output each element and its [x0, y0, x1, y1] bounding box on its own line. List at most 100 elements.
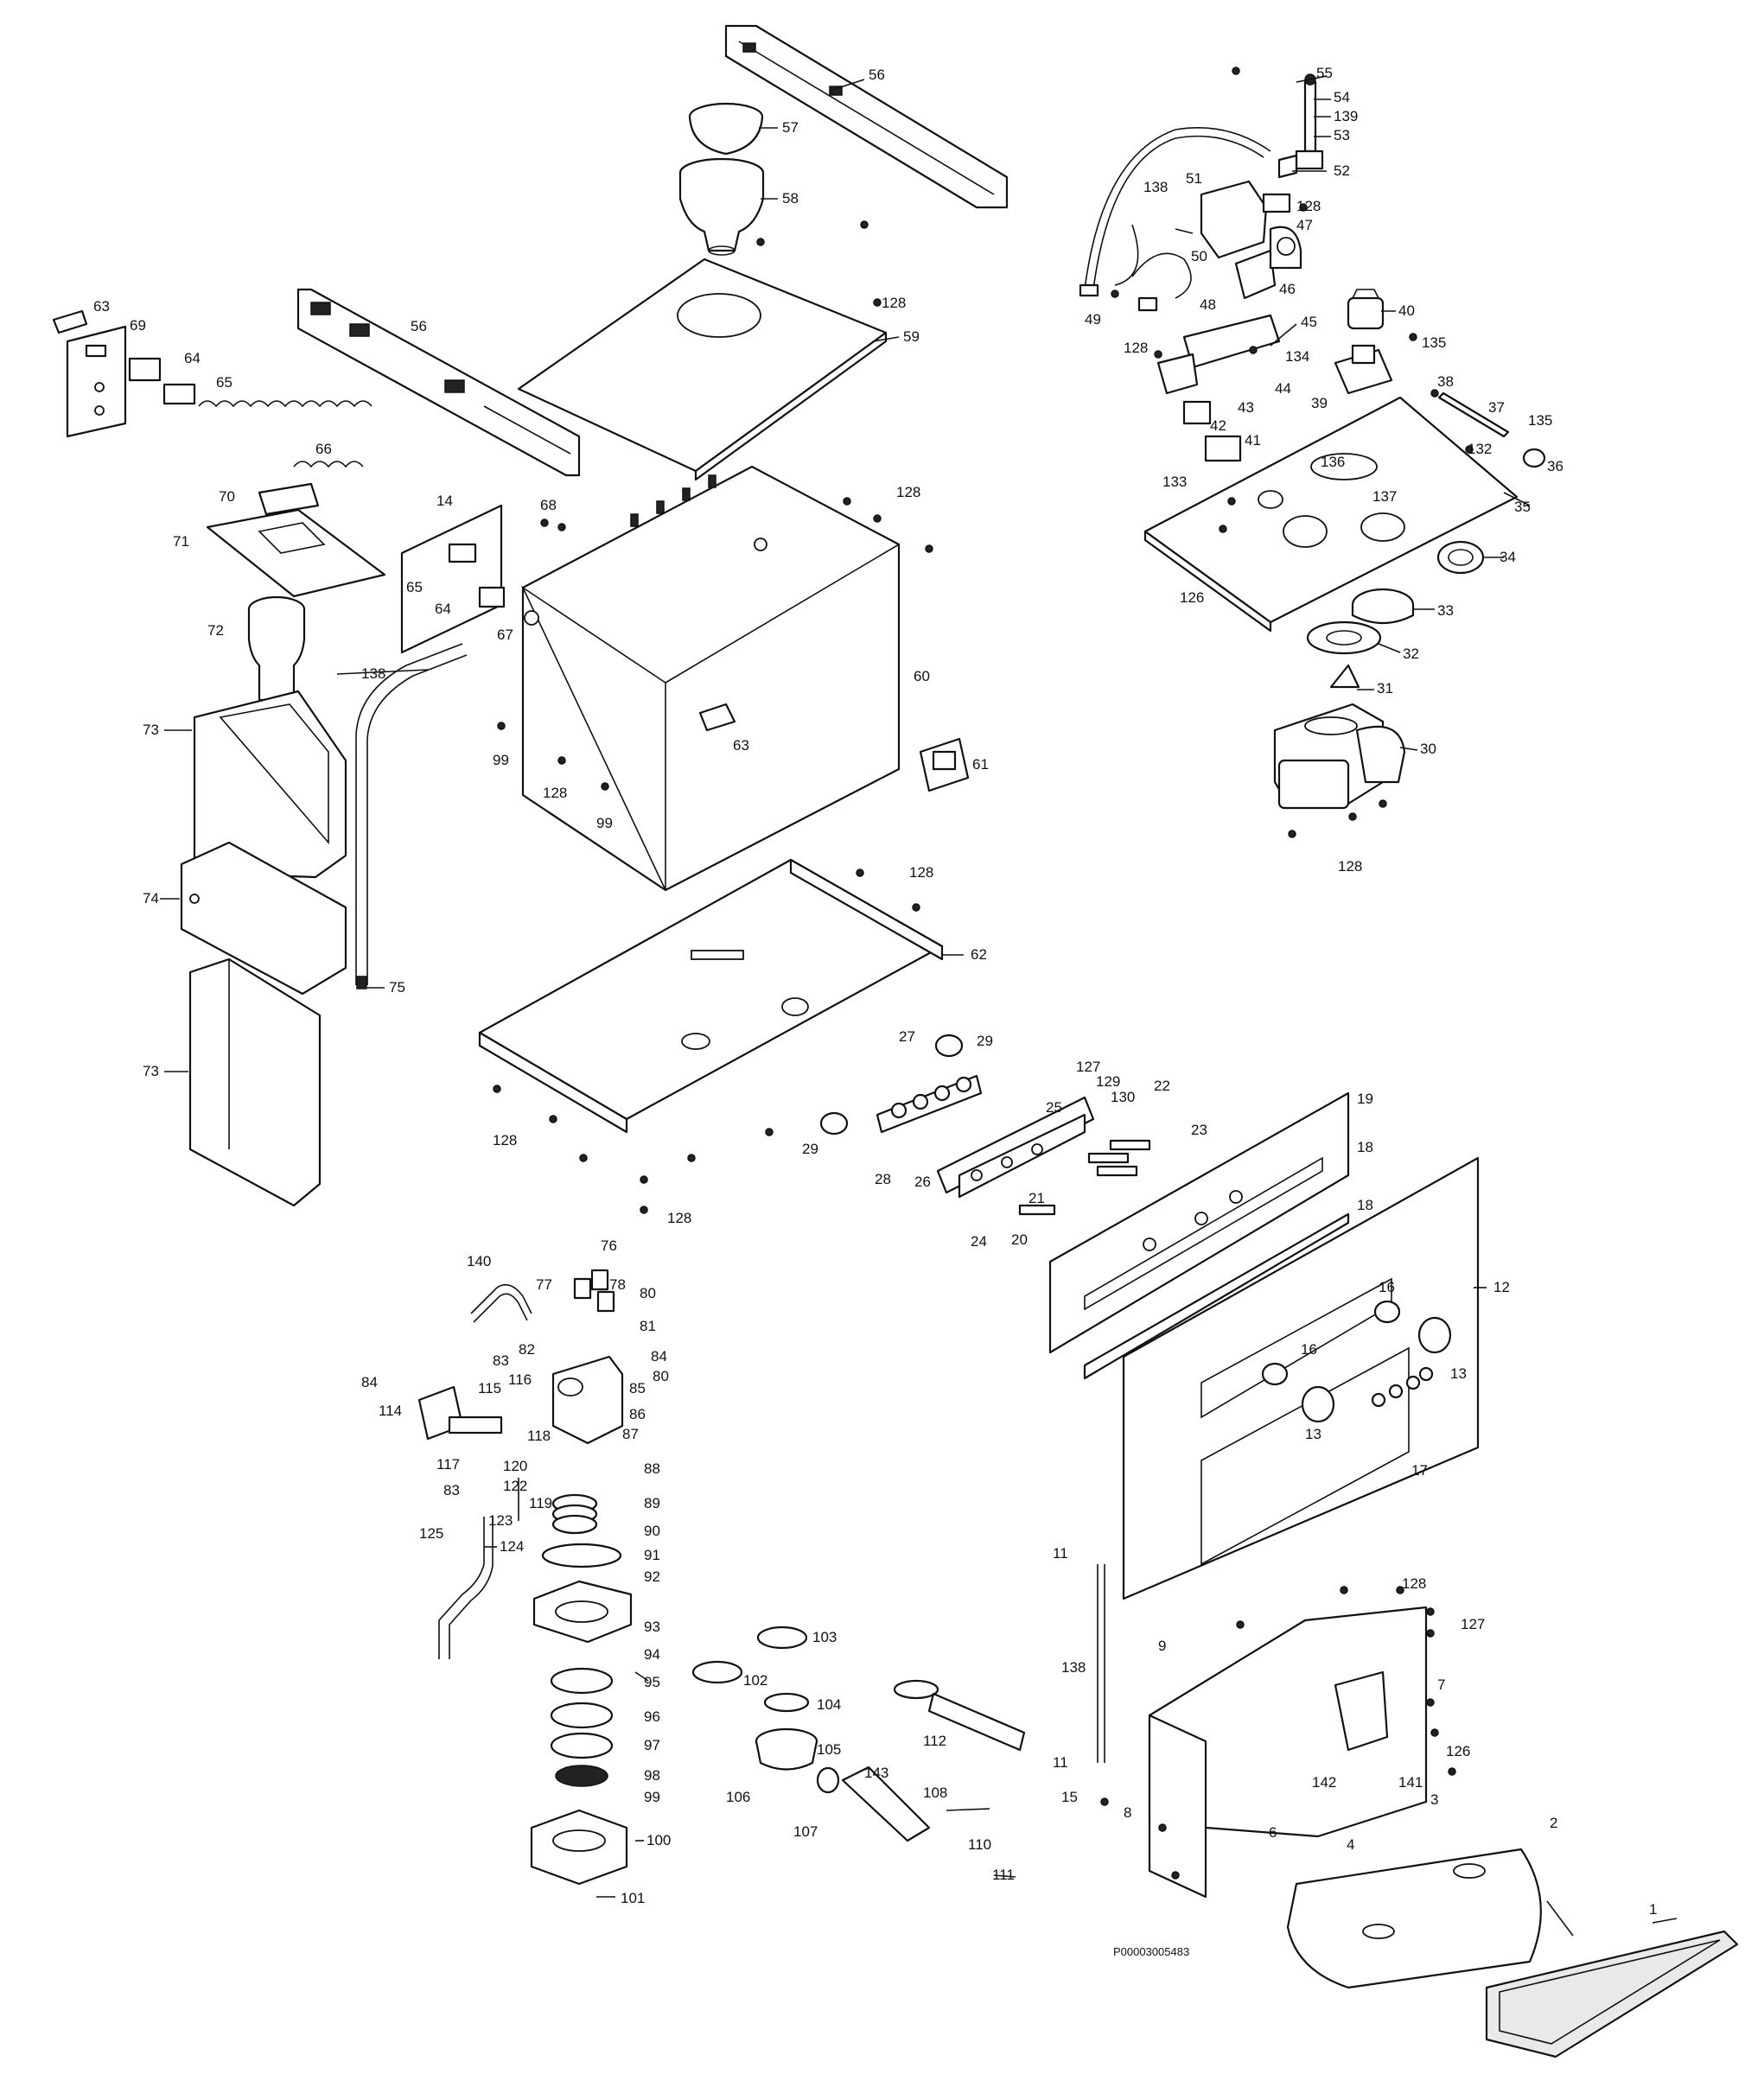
callout-46: 46 [1279, 281, 1296, 297]
callout-137: 137 [1372, 488, 1397, 505]
control-board-14 [400, 504, 506, 654]
hopper-lid [688, 102, 764, 156]
shaft-37 [1437, 391, 1510, 438]
gasket-91 [541, 1543, 622, 1568]
callout-83-b: 83 [443, 1482, 460, 1498]
callout-16-a: 16 [1379, 1279, 1395, 1295]
grinder-motor-30 [1273, 703, 1406, 810]
front-cover-12 [1122, 1156, 1480, 1600]
callout-47: 47 [1296, 217, 1313, 233]
tank-holder-74 [180, 841, 347, 996]
bean-hopper [678, 157, 765, 256]
callout-124: 124 [500, 1538, 524, 1555]
callout-22: 22 [1154, 1078, 1170, 1094]
callout-4: 4 [1347, 1836, 1354, 1853]
callout-81: 81 [640, 1318, 656, 1334]
callout-21: 21 [1028, 1190, 1045, 1206]
callout-13-a: 13 [1450, 1365, 1467, 1382]
callout-72: 72 [207, 622, 224, 639]
callout-130: 130 [1111, 1089, 1135, 1105]
callout-9: 9 [1158, 1638, 1166, 1654]
callout-39: 39 [1311, 395, 1328, 411]
pipe-138-lower [1097, 1564, 1105, 1763]
callout-67: 67 [497, 627, 513, 643]
ring-34 [1436, 540, 1485, 575]
heating-coil-88 [551, 1493, 598, 1535]
connector-63-mid [698, 703, 736, 732]
pressure-valve-assembly [1277, 73, 1324, 179]
callout-126-b: 126 [1446, 1743, 1470, 1759]
callout-23: 23 [1191, 1122, 1207, 1138]
pump-bracket [1234, 226, 1302, 300]
callout-50: 50 [1191, 248, 1207, 264]
nut-29 [819, 1034, 964, 1136]
callout-77: 77 [536, 1276, 552, 1293]
callout-80-a: 80 [640, 1285, 656, 1301]
solenoid-valve-114 [417, 1385, 503, 1441]
grinder-cone-31 [1329, 664, 1360, 689]
transformer [1156, 314, 1281, 395]
water-tank-73-lower [188, 957, 322, 1207]
callout-128-f: 128 [667, 1210, 691, 1226]
callout-6: 6 [1269, 1824, 1277, 1841]
callout-128-d: 128 [909, 864, 933, 881]
base-plate-35 [1143, 396, 1519, 633]
callout-64-top: 64 [184, 350, 201, 366]
callout-63-top: 63 [93, 298, 110, 315]
callout-66: 66 [315, 441, 332, 457]
callout-19: 19 [1357, 1091, 1373, 1107]
callout-73-upper: 73 [143, 722, 159, 738]
callout-101: 101 [621, 1890, 645, 1906]
callout-128-c: 128 [543, 785, 567, 801]
callout-60: 60 [914, 668, 930, 684]
flowmeter-bracket [1334, 344, 1393, 395]
callout-74: 74 [143, 890, 159, 907]
callout-70: 70 [219, 488, 235, 505]
callout-102: 102 [743, 1672, 767, 1689]
callout-128-i: 128 [1338, 858, 1362, 875]
callout-119: 119 [529, 1495, 552, 1511]
callout-105: 105 [817, 1741, 841, 1758]
callout-36: 36 [1547, 458, 1563, 474]
bushings-16 [1261, 1300, 1401, 1386]
callout-11-a: 11 [1053, 1545, 1068, 1562]
callout-99-a: 99 [493, 752, 509, 768]
callout-65-mid: 65 [406, 579, 423, 595]
callout-104: 104 [817, 1696, 841, 1713]
callout-94: 94 [644, 1646, 660, 1663]
callout-136: 136 [1321, 454, 1345, 470]
front-panel-19 [1048, 1091, 1350, 1354]
callout-98: 98 [644, 1767, 660, 1784]
small-buttons-17 [1371, 1366, 1434, 1408]
callout-1: 1 [1649, 1901, 1657, 1918]
thermostat [1347, 289, 1385, 330]
callout-18-a: 18 [1357, 1139, 1373, 1155]
callout-90: 90 [644, 1523, 660, 1539]
callout-76: 76 [601, 1237, 617, 1254]
callout-128-j: 128 [1402, 1575, 1426, 1592]
callout-115: 115 [478, 1380, 501, 1396]
callout-84-a: 84 [651, 1348, 667, 1365]
callout-18-b: 18 [1357, 1197, 1373, 1213]
button-holder-27 [876, 1074, 983, 1134]
callout-33: 33 [1437, 602, 1454, 619]
callout-65-top: 65 [216, 374, 232, 391]
handle-108 [816, 1765, 931, 1842]
water-hose-upper [1084, 127, 1271, 290]
callout-69: 69 [130, 317, 146, 334]
callout-14: 14 [436, 493, 453, 509]
callout-17: 17 [1411, 1462, 1428, 1479]
portafilter-105 [755, 1727, 818, 1771]
callout-40: 40 [1398, 302, 1415, 319]
callout-54: 54 [1334, 89, 1350, 105]
callout-labels: 56 57 58 128 59 56 63 69 64 65 66 70 71 … [93, 65, 1657, 1958]
callout-138-top: 138 [1143, 179, 1168, 195]
callout-41: 41 [1245, 432, 1261, 449]
callout-73-lower: 73 [143, 1063, 159, 1079]
callout-27: 27 [899, 1028, 915, 1045]
bottom-plate-62 [478, 858, 944, 1134]
callout-49: 49 [1085, 311, 1101, 328]
callout-75: 75 [389, 979, 405, 996]
callout-78: 78 [609, 1276, 626, 1293]
drip-grid-1 [1485, 1930, 1739, 2058]
